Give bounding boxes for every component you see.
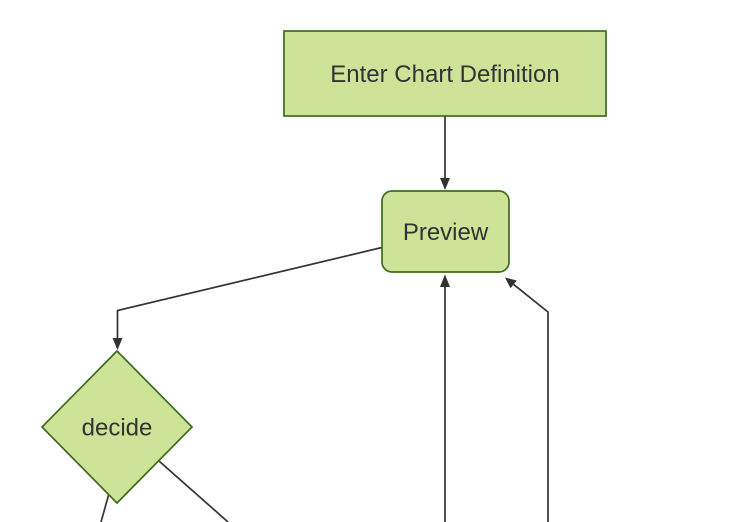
edge-offscreen-preview-corner-line [513,283,549,522]
arrowhead-decide-top-icon [112,338,123,350]
arrowhead-preview-bottom-icon [440,274,450,287]
edge-decide-to-offscreen-left [100,494,110,522]
edge-decide-to-offscreen-right [158,460,229,522]
edge-decide-offscreen-left-line [100,494,110,522]
node-enter-chart-definition: Enter Chart Definition [283,30,607,117]
node-decide: decide [40,349,194,505]
node-preview-shape [381,190,510,273]
edge-offscreen-to-preview-corner [505,277,549,522]
arrowhead-preview-corner-icon [505,277,517,289]
node-enter-chart-definition-label: Enter Chart Definition [330,61,559,88]
arrowhead-preview-top-icon [440,178,450,190]
node-enter-chart-definition-shape [283,30,607,117]
node-decide-shape [40,349,194,505]
node-preview: Preview [381,190,510,273]
node-decide-label: decide [82,415,153,442]
edge-preview-to-decide-line [116,246,383,339]
edge-preview-to-decide [112,246,383,350]
edge-enter-to-preview [440,116,450,190]
node-preview-label: Preview [403,219,489,246]
edge-decide-offscreen-right-line [158,460,229,522]
edge-offscreen-to-preview-bottom [440,274,450,522]
